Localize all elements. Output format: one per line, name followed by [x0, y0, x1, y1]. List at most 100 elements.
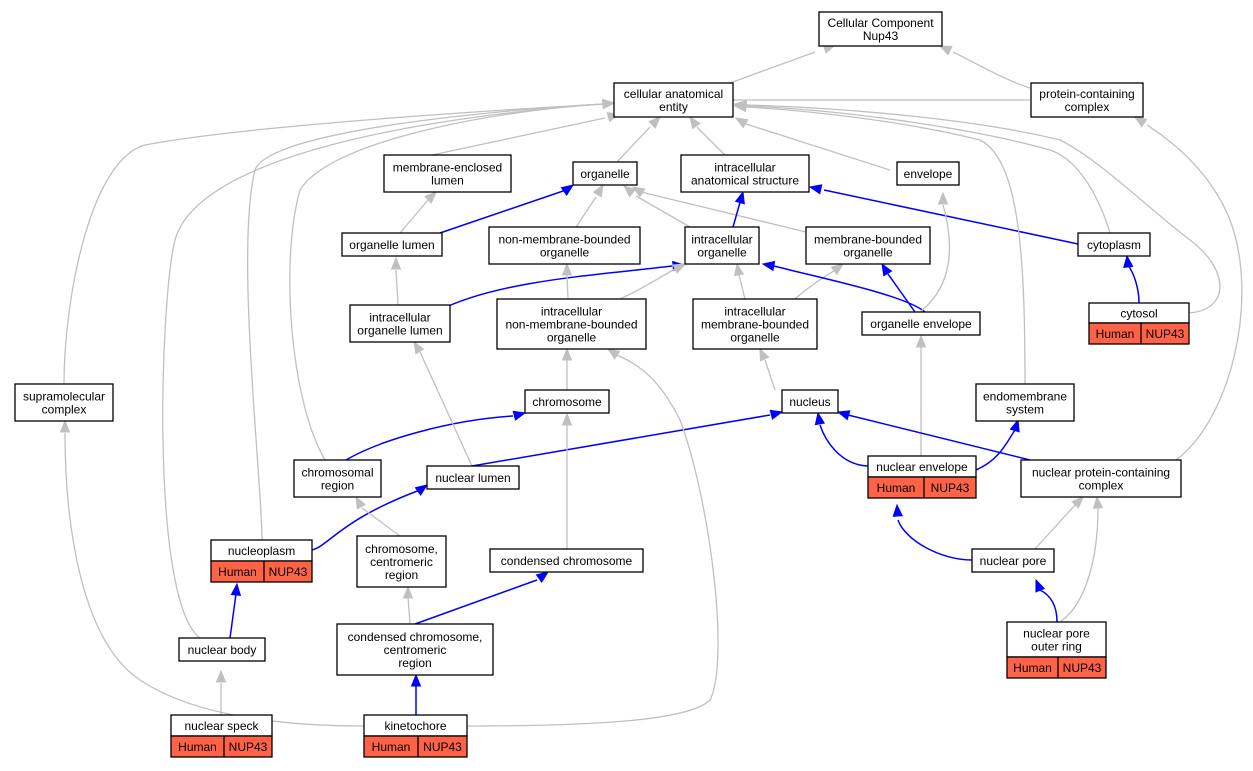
- arrowhead-icon: [892, 503, 903, 517]
- gene-label: NUP43: [1146, 327, 1185, 341]
- go-term-chrom[interactable]: chromosome: [524, 389, 610, 414]
- arrowhead-icon: [561, 347, 573, 361]
- term-label: anatomical structure: [691, 174, 799, 188]
- part-of-edge: [819, 424, 869, 467]
- annotation-box: [170, 735, 273, 758]
- arrowhead-icon: [622, 185, 637, 198]
- is-a-edge: [919, 204, 951, 313]
- is-a-edge: [63, 103, 604, 385]
- arrowhead-icon: [410, 673, 422, 687]
- annotation-box: [210, 560, 313, 583]
- gene-label: NUP43: [229, 740, 268, 754]
- is-a-edge: [162, 103, 604, 639]
- arrowhead-icon: [535, 571, 550, 584]
- part-of-edge: [439, 265, 673, 311]
- arrowhead-icon: [413, 340, 425, 355]
- arrowhead-icon: [648, 116, 661, 129]
- arrowhead-icon: [561, 262, 573, 276]
- term-label: nuclear speck: [184, 719, 259, 733]
- go-term-nl[interactable]: nuclear lumen: [426, 465, 520, 490]
- term-label: nuclear protein-containing: [1032, 466, 1170, 480]
- term-label: membrane-bounded: [814, 233, 922, 247]
- is-a-edge: [635, 195, 691, 228]
- term-label: Nup43: [863, 29, 899, 43]
- go-term-ol[interactable]: organelle lumen: [341, 232, 443, 257]
- is-a-edge: [64, 432, 365, 727]
- go-term-npore[interactable]: nuclear pore: [971, 548, 1055, 573]
- arrowhead-icon: [808, 184, 823, 195]
- arrowhead-icon: [733, 101, 747, 113]
- go-term-nb[interactable]: nuclear body: [178, 637, 266, 662]
- term-box: [613, 82, 734, 118]
- go-term-cyto[interactable]: cytoplasm: [1077, 232, 1151, 257]
- term-label: nucleoplasm: [228, 544, 295, 558]
- term-box: [781, 389, 839, 414]
- arrowhead-icon: [814, 411, 826, 426]
- term-label: nuclear envelope: [876, 460, 968, 474]
- part-of-edge: [823, 189, 1079, 245]
- term-label: chromosome: [532, 395, 602, 409]
- arrowhead-icon: [733, 262, 745, 277]
- is-a-edge: [395, 269, 399, 306]
- term-box: [293, 459, 382, 498]
- term-label: organelle: [697, 246, 747, 260]
- go-term-org[interactable]: organelle: [572, 161, 638, 186]
- species-label: Human: [218, 565, 257, 579]
- arrowhead-icon: [881, 262, 893, 277]
- is-a-edge: [738, 274, 746, 300]
- term-box: [861, 311, 981, 336]
- arrowhead-icon: [402, 585, 414, 599]
- arrowhead-icon: [937, 191, 949, 205]
- is-a-edge: [575, 196, 597, 228]
- go-term-inmbo[interactable]: intracellularnon-membrane-boundedorganel…: [496, 298, 647, 350]
- arrowhead-icon: [836, 410, 851, 421]
- go-term-cc[interactable]: condensed chromosome: [489, 548, 644, 573]
- is-a-edge: [616, 126, 651, 163]
- arrowhead-icon: [561, 412, 573, 426]
- go-term-oe[interactable]: organelle envelope: [861, 311, 981, 336]
- go-term-env[interactable]: envelope: [896, 161, 960, 186]
- part-of-edge: [732, 198, 742, 228]
- term-label: cytosol: [1120, 307, 1157, 321]
- term-label: region: [398, 656, 431, 670]
- part-of-edge: [975, 429, 1016, 471]
- term-box: [680, 154, 810, 193]
- part-of-edge: [229, 593, 237, 639]
- is-a-edge: [745, 123, 891, 171]
- part-of-edge: [414, 579, 538, 625]
- term-box: [975, 383, 1075, 422]
- is-a-edge: [745, 105, 1111, 234]
- arrowhead-icon: [1035, 578, 1046, 593]
- arrowhead-icon: [830, 263, 845, 276]
- go-term-nucleus[interactable]: nucleus: [781, 389, 839, 414]
- arrowhead-icon: [769, 409, 784, 420]
- part-of-edge: [311, 489, 421, 551]
- arrowhead-icon: [355, 495, 367, 510]
- term-label: complex: [1065, 100, 1110, 114]
- is-a-edge: [399, 199, 429, 234]
- is-a-edge: [764, 359, 776, 391]
- is-a-edge: [729, 51, 816, 84]
